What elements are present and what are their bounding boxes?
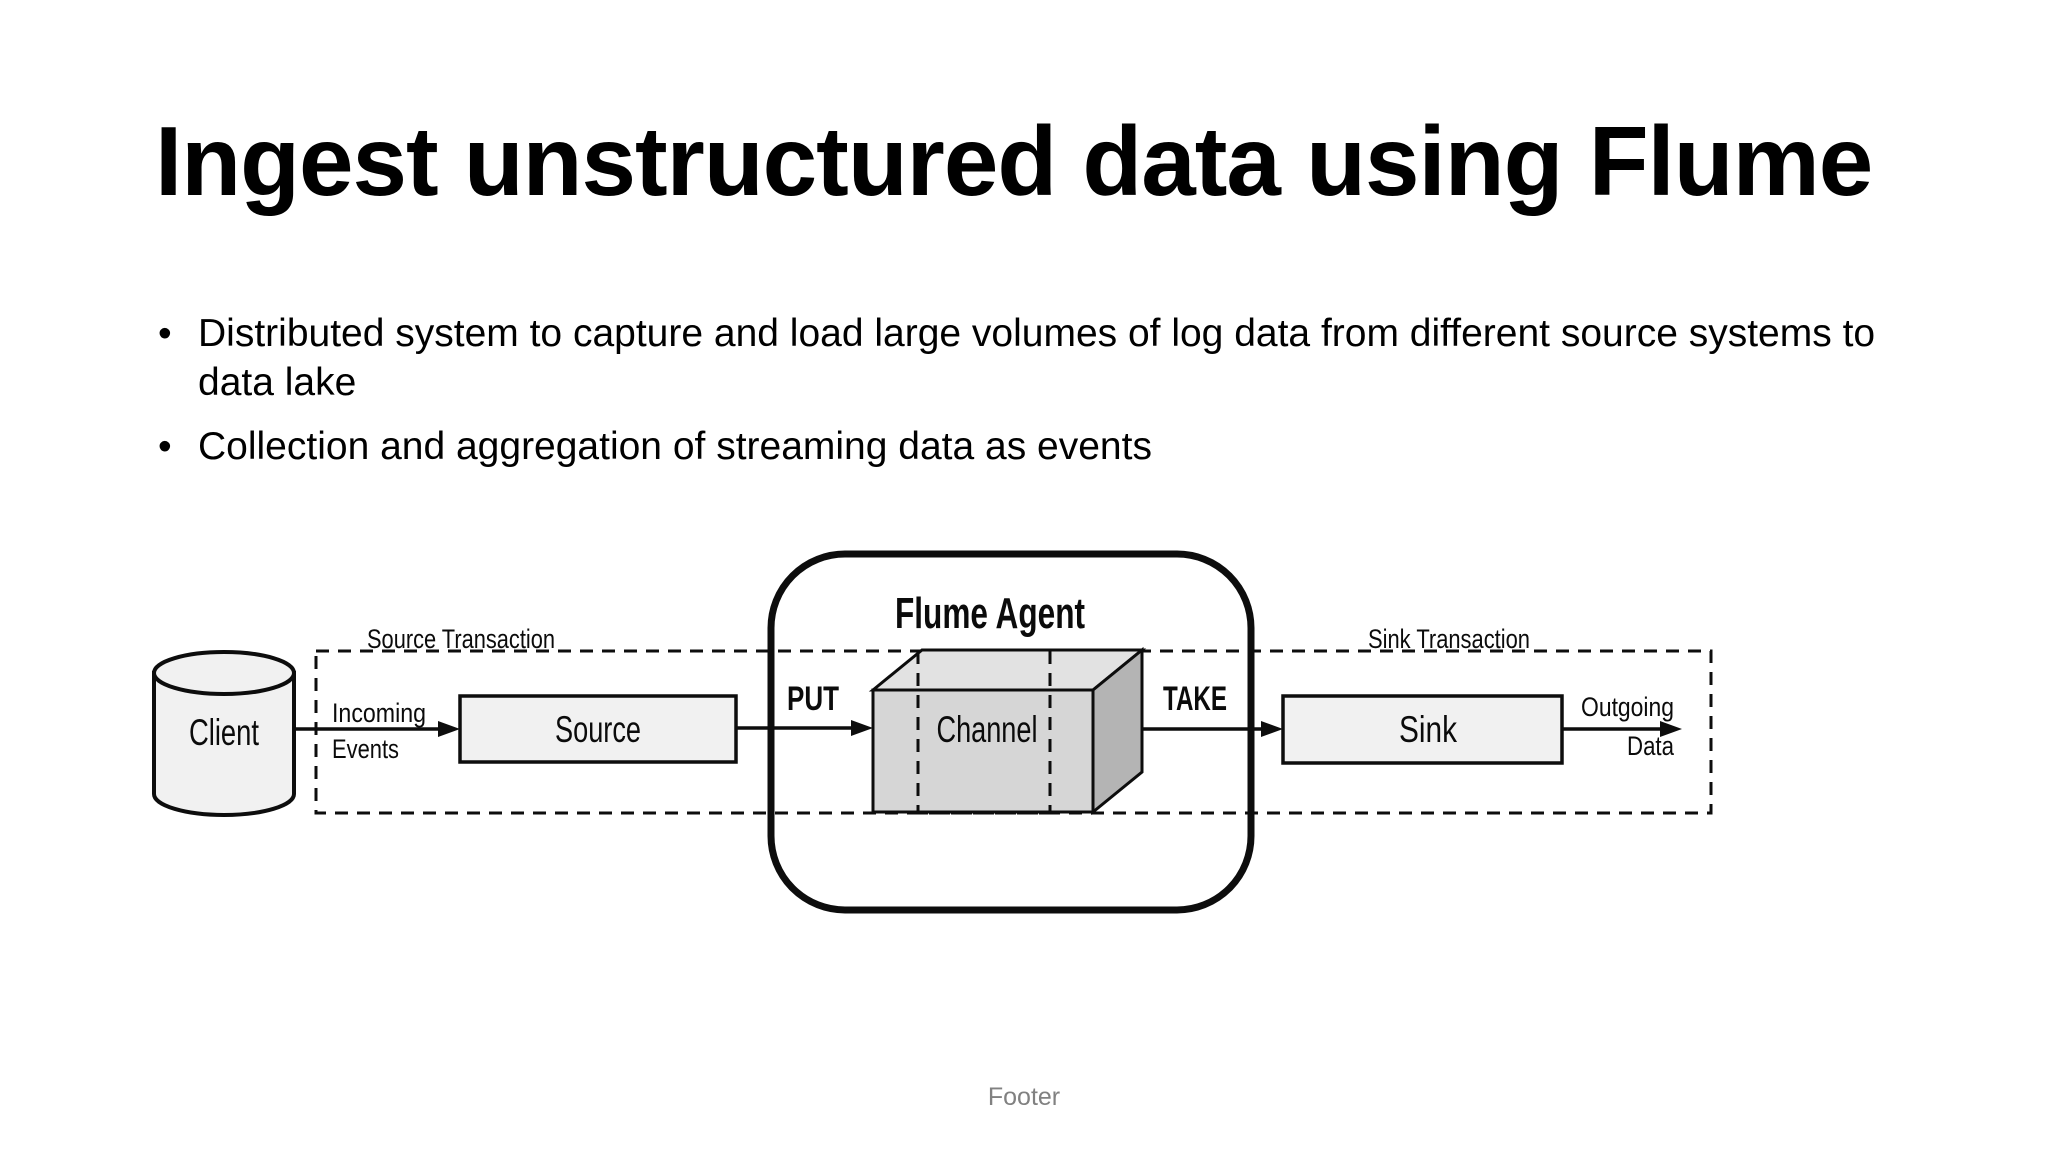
source-box: Source xyxy=(458,694,738,764)
bullet-item: • Distributed system to capture and load… xyxy=(158,309,1878,407)
channel-label: Channel xyxy=(937,709,1038,750)
outgoing-label: Outgoing xyxy=(1581,692,1674,722)
bullet-glyph: • xyxy=(158,425,172,469)
arrow-outgoing-data xyxy=(1562,721,1682,737)
source-transaction-label: Source Transaction xyxy=(367,624,555,654)
bullet-item: • Collection and aggregation of streamin… xyxy=(158,422,1878,471)
channel-cube: Channel xyxy=(868,646,1147,816)
arrow-incoming-events xyxy=(294,721,460,737)
client-label: Client xyxy=(189,712,260,753)
sink-box: Sink xyxy=(1281,694,1564,765)
data-label: Data xyxy=(1627,731,1675,761)
arrow-put xyxy=(736,720,873,736)
bullet-text: Distributed system to capture and load l… xyxy=(198,312,1876,405)
page-title: Ingest unstructured data using Flume xyxy=(155,106,1873,216)
flume-agent-label: Flume Agent xyxy=(895,589,1085,638)
sink-label: Sink xyxy=(1399,709,1457,750)
take-label: TAKE xyxy=(1163,680,1227,718)
bullet-glyph: • xyxy=(158,312,172,355)
incoming-label: Incoming xyxy=(332,698,426,728)
bullet-list: • Distributed system to capture and load… xyxy=(158,309,1878,486)
footer-text: Footer xyxy=(987,1083,1061,1111)
source-label: Source xyxy=(555,709,641,750)
events-label: Events xyxy=(332,734,399,764)
sink-transaction-label: Sink Transaction xyxy=(1368,624,1530,654)
bullet-text: Collection and aggregation of streaming … xyxy=(198,425,1152,469)
put-label: PUT xyxy=(787,680,839,718)
flume-agent-container xyxy=(767,550,1255,914)
client-cylinder: Client xyxy=(152,650,296,817)
arrow-take xyxy=(1142,721,1283,737)
